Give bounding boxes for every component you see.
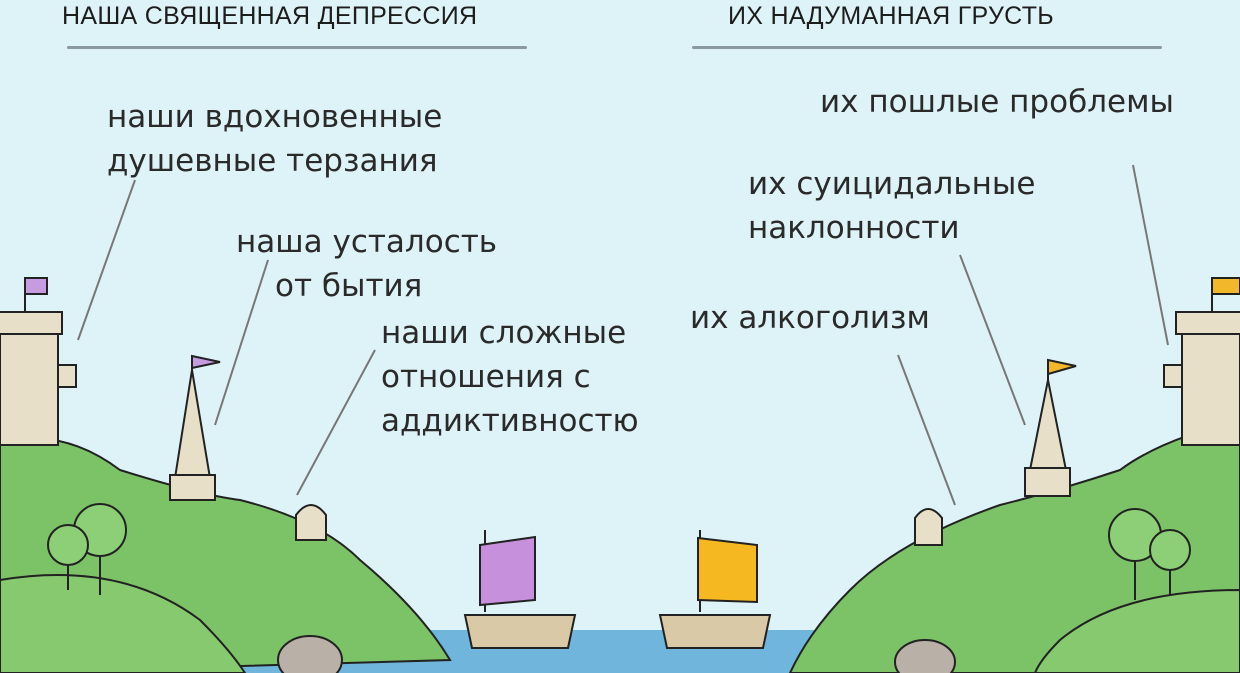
- pointer-lines: [77, 164, 1169, 506]
- right-tower: [1163, 277, 1240, 446]
- right-rock: [894, 639, 956, 673]
- left-hill-front: [0, 574, 247, 673]
- right-trees: [1108, 508, 1191, 600]
- label-torment-line1: наши вдохновенные: [107, 99, 443, 135]
- label-fatigue-line2: от бытия: [275, 268, 423, 304]
- left-tower: [0, 277, 77, 446]
- label-alcoholism: их алкоголизм: [690, 300, 930, 336]
- label-suicidal-line2: наклонности: [748, 210, 960, 246]
- label-relations-line1: наши сложные: [381, 315, 627, 351]
- right-hut: [914, 508, 943, 546]
- left-hut: [295, 504, 327, 541]
- label-suicidal-line1: их суицидальные: [748, 166, 1036, 202]
- right-heading-underline: [692, 46, 1162, 49]
- left-rock: [277, 635, 343, 673]
- left-heading-underline: [67, 46, 527, 49]
- left-spire: [169, 354, 221, 501]
- left-trees: [47, 503, 127, 595]
- right-spire: [1024, 358, 1077, 497]
- left-boat: [463, 530, 577, 649]
- right-boat: [658, 530, 772, 649]
- left-heading: НАША СВЯЩЕННАЯ ДЕПРЕССИЯ: [62, 2, 478, 30]
- right-hill-front: [1033, 588, 1240, 673]
- label-relations-line2: отношения с: [381, 359, 591, 395]
- label-fatigue-line1: наша усталость: [236, 224, 498, 260]
- label-problems: их пошлые проблемы: [820, 84, 1174, 120]
- label-relations-line3: аддиктивностю: [381, 403, 639, 439]
- label-torment-line2: душевные терзания: [107, 143, 438, 179]
- right-heading: ИХ НАДУМАННАЯ ГРУСТЬ: [728, 2, 1054, 30]
